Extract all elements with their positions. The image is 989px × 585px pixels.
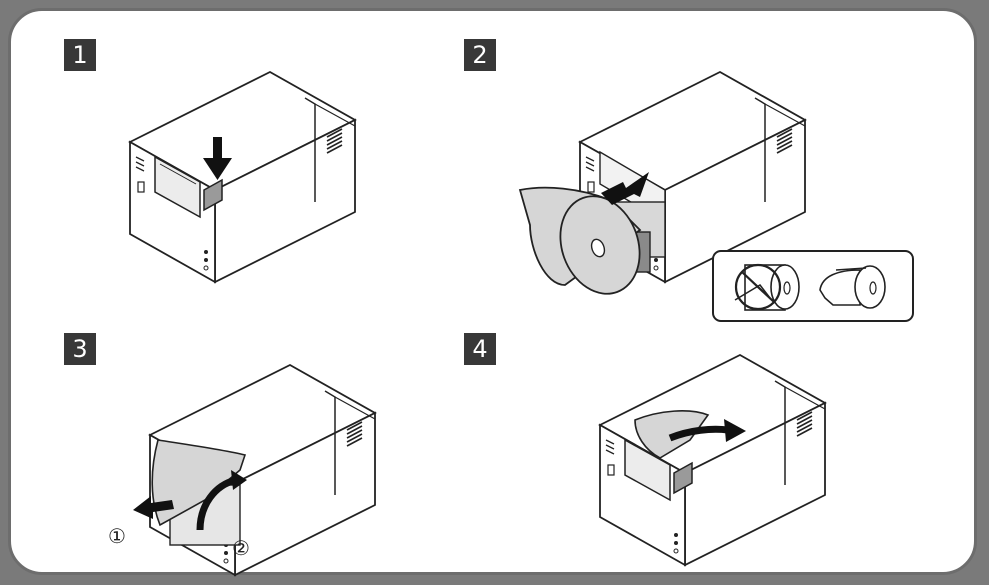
arrow-left-icon xyxy=(133,496,174,519)
step-3-badge: 3 xyxy=(64,333,96,365)
curved-arrow-up-icon xyxy=(668,419,746,442)
step-4-badge: 4 xyxy=(464,333,496,365)
step-1-badge: 1 xyxy=(64,39,96,71)
substep-1-label: ① xyxy=(108,524,126,548)
substep-2-label: ② xyxy=(232,536,250,560)
prohibited-icon xyxy=(734,263,800,311)
printer-closed-paper-illustration xyxy=(599,354,826,566)
curved-arrow-icon xyxy=(196,470,247,531)
paper-orientation-inset xyxy=(712,250,914,322)
arrow-right-icon xyxy=(601,172,649,205)
step-2-badge: 2 xyxy=(464,39,496,71)
paper-roll-icon xyxy=(819,265,886,309)
paper-roll-illustration xyxy=(518,186,642,295)
arrow-down-icon xyxy=(203,137,232,180)
printer-closed-illustration xyxy=(129,71,356,283)
